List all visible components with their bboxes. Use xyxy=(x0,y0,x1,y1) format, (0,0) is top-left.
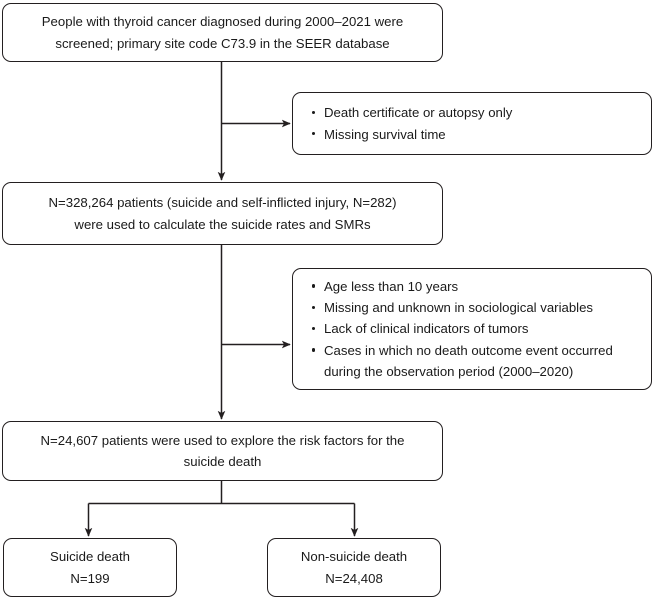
node-non-suicide-label: Non-suicide death xyxy=(300,549,408,565)
node-screened-line-2: screened; primary site code C73.9 in the… xyxy=(55,35,390,51)
node-suicide-count: N=199 xyxy=(70,570,110,586)
exclusion-1-item-1: Death certificate or autopsy only xyxy=(311,102,639,123)
node-analysis-cohort: N=328,264 patients (suicide and self-inf… xyxy=(2,182,443,245)
node-riskset-line-2: suicide death xyxy=(183,454,262,469)
node-screened-line-1: People with thyroid cancer diagnosed dur… xyxy=(41,14,404,30)
node-risk-factor-cohort: N=24,607 patients were used to explore t… xyxy=(2,421,443,481)
exclusion-1-list: Death certificate or autopsy only Missin… xyxy=(311,102,639,145)
node-exclusion-criteria-1: Death certificate or autopsy only Missin… xyxy=(292,92,652,155)
node-cohort-line-1: N=328,264 patients (suicide and self-inf… xyxy=(48,195,397,211)
node-screened-population: People with thyroid cancer diagnosed dur… xyxy=(2,3,443,62)
node-non-suicide-count: N=24,408 xyxy=(325,570,383,586)
exclusion-2-item-4-line-1: Cases in which no death outcome event oc… xyxy=(324,342,613,358)
node-riskset-line-1: N=24,607 patients were used to explore t… xyxy=(40,432,405,448)
node-exclusion-criteria-2: Age less than 10 years Missing and unkno… xyxy=(292,268,652,390)
exclusion-1-item-2: Missing survival time xyxy=(311,124,639,145)
exclusion-2-item-3: Lack of clinical indicators of tumors xyxy=(311,318,639,339)
node-outcome-non-suicide-death: Non-suicide death N=24,408 xyxy=(267,538,441,597)
exclusion-2-item-4: Cases in which no death outcome event oc… xyxy=(311,340,639,383)
exclusion-2-item-1: Age less than 10 years xyxy=(311,276,639,297)
exclusion-2-item-2: Missing and unknown in sociological vari… xyxy=(311,297,639,318)
node-cohort-line-2: were used to calculate the suicide rates… xyxy=(74,216,371,232)
exclusion-2-list: Age less than 10 years Missing and unkno… xyxy=(311,276,639,383)
exclusion-2-item-4-line-2: during the observation period (2000–2020… xyxy=(324,364,574,380)
node-suicide-label: Suicide death xyxy=(50,549,130,565)
node-outcome-suicide-death: Suicide death N=199 xyxy=(3,538,177,597)
